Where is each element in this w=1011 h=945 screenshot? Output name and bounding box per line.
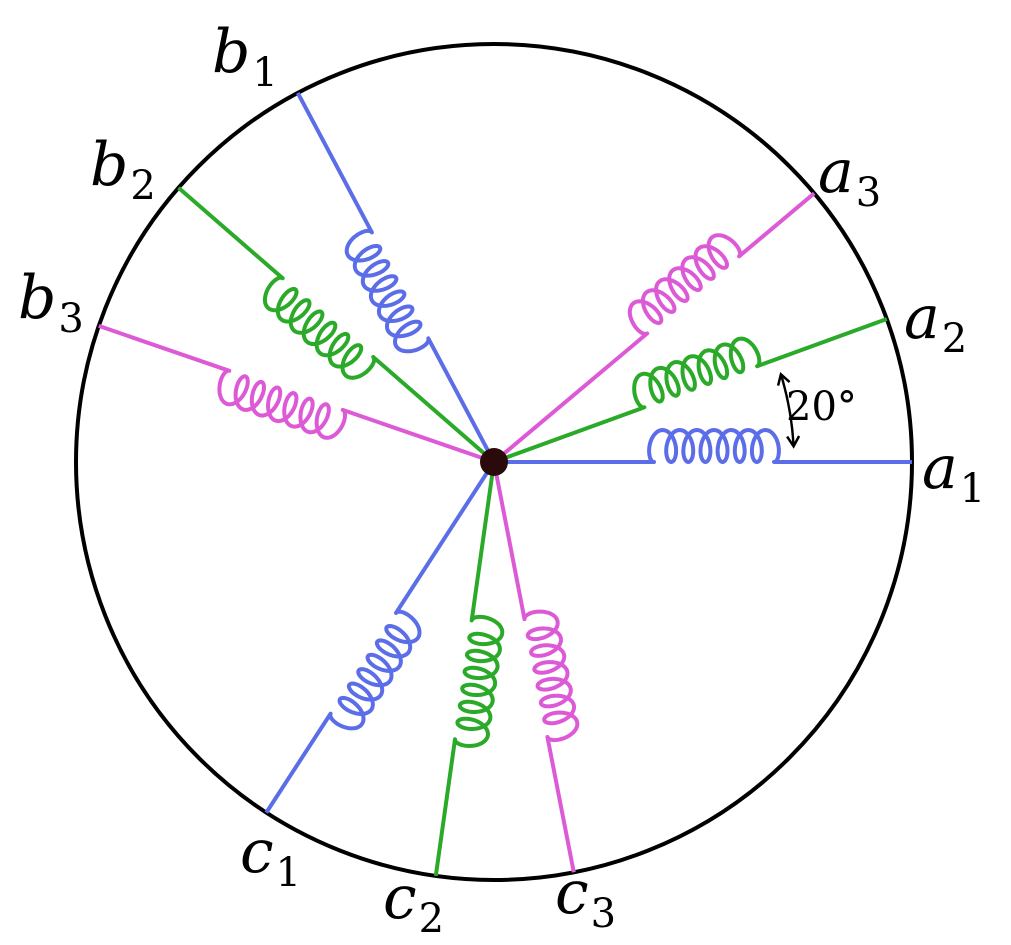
terminal-label-c3: c3 — [555, 858, 616, 937]
terminal-label-a2: a2 — [904, 283, 967, 362]
terminal-label-c2: c2 — [383, 863, 444, 942]
winding-a3 — [492, 191, 816, 464]
winding-b1 — [296, 91, 496, 463]
windings-group — [98, 91, 912, 877]
angle-arrowhead — [786, 435, 801, 449]
terminal-label-a1: a1 — [922, 433, 985, 512]
terminal-label-a3: a3 — [818, 137, 881, 216]
terminal-label-b2: b2 — [90, 130, 156, 209]
winding-a1 — [494, 428, 912, 464]
winding-c3 — [492, 461, 580, 873]
winding-b2 — [177, 186, 496, 464]
angle-arrow — [776, 371, 801, 449]
winding-b3 — [98, 324, 495, 464]
winding-c2 — [433, 461, 505, 877]
center-node — [480, 448, 508, 476]
angle-label: 20° — [786, 384, 857, 430]
winding-c1 — [264, 460, 496, 814]
terminal-label-c1: c1 — [240, 817, 301, 896]
terminal-label-b1: b1 — [212, 17, 278, 96]
angle-arc — [779, 373, 795, 447]
winding-a2 — [493, 317, 888, 464]
terminal-label-b3: b3 — [18, 263, 84, 342]
angle-arrowhead — [776, 371, 791, 386]
